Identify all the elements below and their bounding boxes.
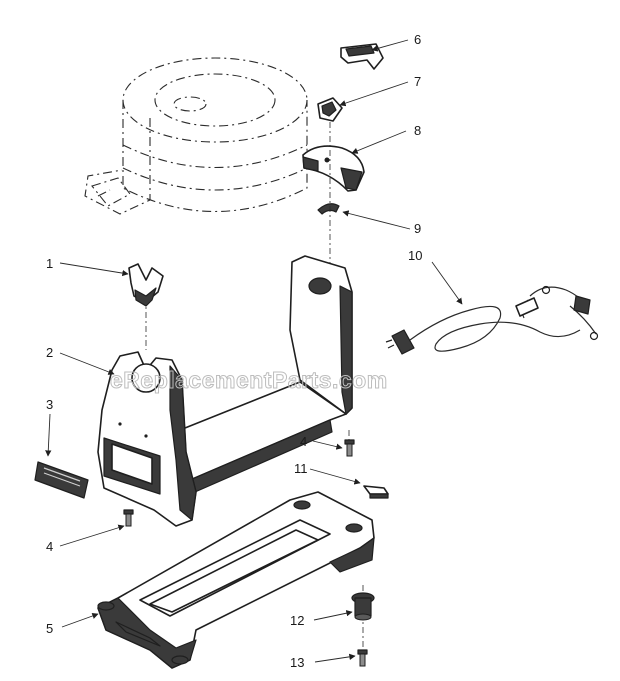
leader-13 (314, 653, 356, 663)
callout-4-right: 4 (300, 434, 307, 449)
callout-8: 8 (414, 123, 421, 138)
part-6-clip (340, 43, 384, 70)
callout-5: 5 (46, 621, 53, 636)
part-9-spring-clip (317, 203, 340, 215)
callout-3: 3 (46, 397, 53, 412)
leader-11 (309, 468, 361, 485)
leader-lines (45, 39, 463, 663)
motor-housing-ghost (84, 57, 308, 215)
part-5-base (97, 491, 375, 669)
part-10-power-cord (385, 285, 599, 355)
callout-13: 13 (290, 655, 304, 670)
callout-2: 2 (46, 345, 53, 360)
callout-12: 12 (290, 613, 304, 628)
callout-7: 7 (414, 74, 421, 89)
leader-7 (339, 81, 409, 107)
callout-10: 10 (408, 248, 422, 263)
part-4-screw-right (344, 439, 355, 457)
callout-4-left: 4 (46, 539, 53, 554)
leader-9 (342, 210, 411, 230)
part-13-screw (357, 649, 368, 667)
leader-1 (59, 262, 129, 277)
leader-5 (61, 612, 99, 628)
callout-9: 9 (414, 221, 421, 236)
part-11-bracket (363, 485, 389, 499)
leader-8 (351, 130, 407, 154)
callout-11: 11 (294, 461, 308, 476)
callout-6: 6 (414, 32, 421, 47)
part-8-cover (302, 145, 365, 192)
leader-6 (371, 39, 409, 52)
leader-10 (431, 261, 463, 305)
part-1-cord-holder (128, 263, 164, 307)
part-3-badge (34, 461, 89, 499)
leader-3 (45, 413, 52, 457)
part-4-screw-left (123, 509, 134, 527)
leader-12 (313, 610, 353, 621)
part-12-foot (351, 592, 375, 621)
leader-4-right (312, 440, 343, 450)
callout-1: 1 (46, 256, 53, 271)
leader-4-left (59, 524, 125, 547)
part-7-latch (317, 97, 343, 122)
leader-2 (59, 352, 115, 375)
part-2-stand (97, 255, 353, 527)
watermark-text: eReplacementParts.com (110, 367, 388, 393)
